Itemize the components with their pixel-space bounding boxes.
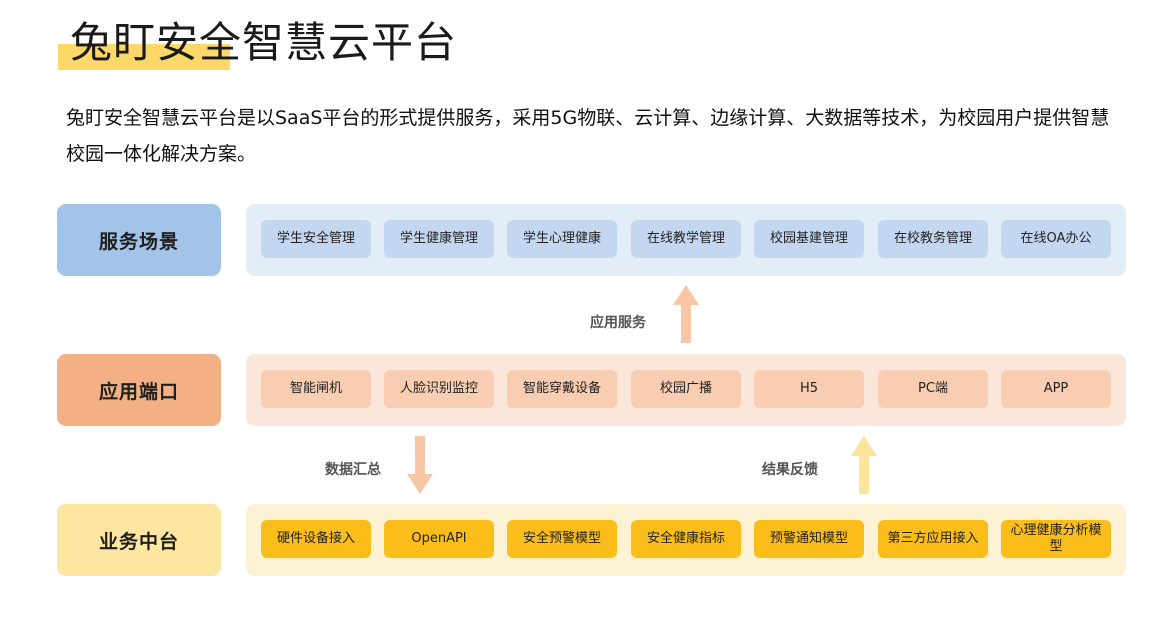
biz-item: 预警通知模型 (754, 520, 864, 558)
layer-panel-app: 智能闸机 人脸识别监控 智能穿戴设备 校园广播 H5 PC端 APP (246, 354, 1126, 426)
layer-panel-biz: 硬件设备接入 OpenAPI 安全预警模型 安全健康指标 预警通知模型 第三方应… (246, 504, 1126, 576)
arrow-up-icon (851, 436, 877, 494)
arrow-up-icon (673, 285, 699, 343)
layer-label-app: 应用端口 (57, 354, 221, 426)
arrow-down-icon (407, 436, 433, 494)
app-item: APP (1001, 370, 1111, 408)
flow-label-app-service: 应用服务 (590, 315, 646, 331)
app-item: 校园广播 (631, 370, 741, 408)
flow-label-data-aggregation: 数据汇总 (325, 462, 381, 478)
app-item: 智能穿戴设备 (507, 370, 617, 408)
biz-item: 安全预警模型 (507, 520, 617, 558)
app-item: 人脸识别监控 (384, 370, 494, 408)
biz-item: OpenAPI (384, 520, 494, 558)
app-item: 智能闸机 (261, 370, 371, 408)
layer-label-service: 服务场景 (57, 204, 221, 276)
page-title: 兔盯安全智慧云平台 (70, 18, 458, 67)
app-item: H5 (754, 370, 864, 408)
biz-item: 硬件设备接入 (261, 520, 371, 558)
layer-label-biz: 业务中台 (57, 504, 221, 576)
service-item: 在校教务管理 (878, 220, 988, 258)
service-item: 在线教学管理 (631, 220, 741, 258)
title-highlight (58, 44, 230, 70)
app-item: PC端 (878, 370, 988, 408)
flow-label-result-feedback: 结果反馈 (762, 462, 818, 478)
description: 兔盯安全智慧云平台是以SaaS平台的形式提供服务，采用5G物联、云计算、边缘计算… (66, 107, 1110, 165)
biz-item: 第三方应用接入 (878, 520, 988, 558)
service-item: 学生健康管理 (384, 220, 494, 258)
layer-panel-service: 学生安全管理 学生健康管理 学生心理健康 在线教学管理 校园基建管理 在校教务管… (246, 204, 1126, 276)
service-item: 校园基建管理 (754, 220, 864, 258)
biz-item: 心理健康分析模型 (1001, 520, 1111, 558)
service-item: 学生心理健康 (507, 220, 617, 258)
service-item: 学生安全管理 (261, 220, 371, 258)
service-item: 在线OA办公 (1001, 220, 1111, 258)
biz-item: 安全健康指标 (631, 520, 741, 558)
